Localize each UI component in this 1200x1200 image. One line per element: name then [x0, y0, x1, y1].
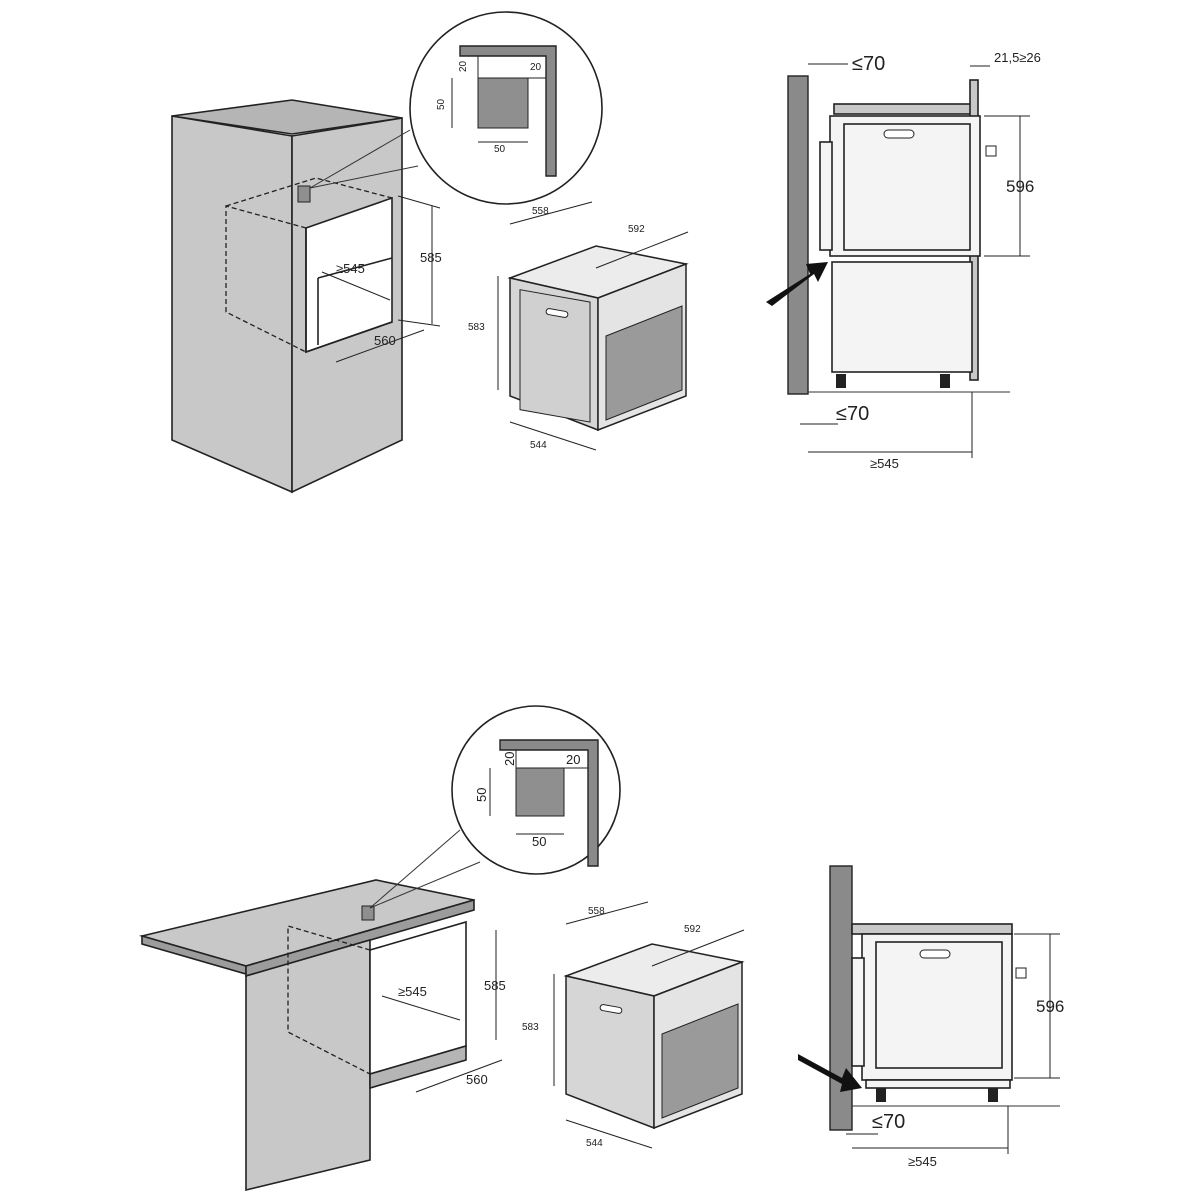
lower-oven-dim-544 — [565, 1119, 653, 1149]
lower-oven-dim-592 — [651, 929, 745, 967]
lower-detail-height-label: 50 — [474, 788, 489, 802]
upper-side-foot-right — [940, 374, 950, 388]
upper-detail-top-label: 20 — [458, 60, 469, 72]
upper-side-top-right-label: 21,5≥26 — [994, 50, 1041, 65]
lower-oven-dim-558 — [565, 901, 649, 925]
upper-side-bottom-gap-label: ≤70 — [836, 403, 869, 425]
lower-niche-depth-arrow — [381, 995, 461, 1021]
upper-oven-width-label: 592 — [628, 224, 645, 235]
upper-side-height-label: 596 — [1006, 177, 1034, 196]
upper-oven-dim-544 — [509, 421, 597, 451]
lower-oven-depth-label: 558 — [588, 906, 605, 917]
lower-side-bottom-gap-label: ≤70 — [872, 1111, 905, 1133]
upper-column-left-face — [171, 115, 293, 494]
upper-side-wall — [787, 75, 809, 395]
lower-vent-detail: 20 20 50 50 — [451, 705, 621, 875]
upper-niche-height-ext2 — [397, 319, 441, 327]
lower-oven-left-face — [565, 975, 655, 1130]
lower-vent-square — [361, 905, 375, 921]
lower-callout-leader2 — [369, 861, 481, 909]
upper-oven-side-label: 544 — [530, 440, 547, 451]
lower-side-foot-left — [876, 1088, 886, 1102]
upper-oven-dim-558 — [509, 201, 593, 225]
lower-detail-top-label: 20 — [502, 752, 517, 766]
upper-niche-depth-arrow — [321, 271, 391, 301]
upper-side-foot-left — [836, 374, 846, 388]
lower-side-arrow — [798, 1054, 862, 1092]
upper-side-handle — [883, 129, 915, 139]
lower-side-depth-label: ≥545 — [908, 1154, 937, 1169]
lower-oven-side-label: 544 — [586, 1138, 603, 1149]
lower-oven-handle — [599, 1004, 623, 1014]
upper-vent-square — [297, 185, 311, 203]
lower-cabinet-left — [245, 938, 371, 1192]
upper-column-top — [171, 99, 403, 135]
upper-oven-handle — [545, 308, 569, 318]
upper-column-niche: ≥545 585 560 — [171, 99, 442, 494]
upper-side-view: ≤70 21,5≥26 596 ≤70 ≥545 — [766, 50, 1041, 471]
upper-side-top-gap-label: ≤70 — [852, 53, 885, 75]
upper-oven-iso: 558 592 583 544 — [468, 201, 689, 451]
lower-worktop-side-edge — [245, 898, 475, 978]
upper-side-knob — [985, 145, 997, 157]
upper-niche-height-label: 585 — [420, 250, 442, 265]
upper-niche-depth-label: ≥545 — [336, 261, 365, 276]
lower-niche-width-label: 560 — [466, 1072, 488, 1087]
upper-oven-door-side — [519, 289, 591, 423]
lower-callout-leader1 — [369, 829, 461, 909]
upper-niche-width-line — [335, 329, 425, 363]
lower-oven-width-label: 592 — [684, 924, 701, 935]
upper-niche-height-ext1 — [397, 195, 441, 209]
upper-detail-height-label: 50 — [436, 98, 447, 110]
upper-niche-back-top — [317, 257, 393, 279]
upper-oven-dim-592 — [595, 231, 689, 269]
upper-side-depth-label: ≥545 — [870, 456, 899, 471]
lower-oven-window — [661, 1003, 739, 1119]
lower-niche-dashed — [287, 925, 371, 1075]
upper-side-door-frame — [819, 141, 833, 251]
upper-side-arrow — [766, 262, 828, 306]
lower-side-worktop — [851, 923, 1013, 935]
lower-worktop-niche: ≥545 585 560 — [138, 829, 506, 1192]
lower-side-height-label: 596 — [1036, 997, 1064, 1016]
lower-side-view: 596 ≤70 ≥545 — [798, 865, 1064, 1169]
lower-detail-width-label: 50 — [532, 834, 546, 849]
lower-niche-height-label: 585 — [484, 978, 506, 993]
lower-side-plinth — [865, 1079, 1011, 1089]
upper-vent-detail: 20 20 50 50 — [409, 11, 603, 205]
lower-side-door-frame — [851, 957, 865, 1067]
lower-detail-corner — [499, 739, 599, 867]
upper-oven-height-label: 583 — [468, 322, 485, 333]
upper-detail-corner — [459, 45, 557, 177]
lower-niche-depth-label: ≥545 — [398, 984, 427, 999]
lower-side-oven-door — [875, 941, 1003, 1069]
upper-niche-edge — [305, 228, 393, 354]
upper-oven-depth-label: 558 — [532, 206, 549, 217]
upper-side-oven-door — [843, 123, 971, 251]
upper-side-lower-cabinet — [831, 261, 973, 373]
lower-niche-floor — [369, 1044, 467, 1090]
upper-niche-width-label: 560 — [374, 333, 396, 348]
upper-detail-vent — [477, 77, 529, 129]
lower-oven-iso: 558 592 583 544 — [522, 901, 745, 1149]
lower-detail-vent — [515, 767, 565, 817]
lower-side-handle — [919, 949, 951, 959]
lower-side-foot-right — [988, 1088, 998, 1102]
upper-niche-dashed — [225, 205, 307, 353]
upper-side-top-shelf — [833, 103, 975, 115]
upper-callout-leader2 — [309, 129, 411, 189]
upper-callout-leader1 — [309, 165, 419, 189]
upper-niche-dashed-top — [225, 177, 393, 207]
upper-detail-width-label: 50 — [494, 144, 506, 155]
lower-detail-right-label: 20 — [566, 752, 580, 767]
upper-detail-right-label: 20 — [530, 62, 542, 73]
lower-niche-width-line — [415, 1059, 503, 1093]
lower-side-knob — [1015, 967, 1027, 979]
upper-oven-window — [605, 305, 683, 421]
lower-oven-height-label: 583 — [522, 1022, 539, 1033]
